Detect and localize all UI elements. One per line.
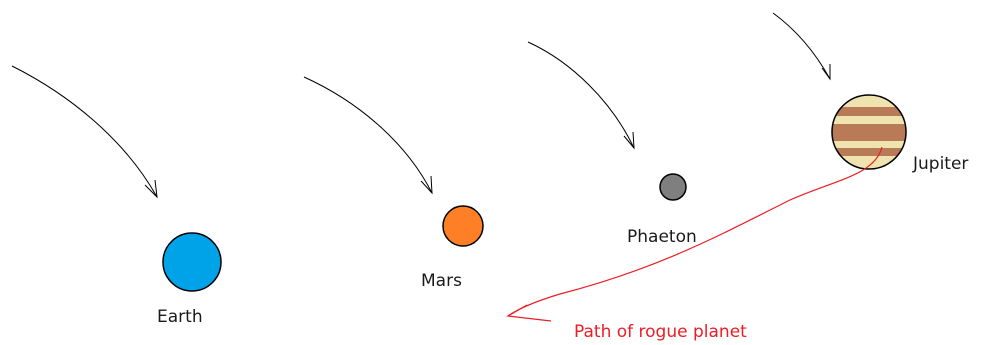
- rogue-path-label: Path of rogue planet: [574, 322, 747, 342]
- mars-label: Mars: [421, 271, 462, 291]
- phaeton-icon: [660, 174, 686, 200]
- jupiter-icon: [828, 95, 910, 169]
- orbit-arrow-earth: [12, 66, 157, 197]
- phaeton-label: Phaeton: [627, 227, 697, 247]
- orbit-arrow-jupiter: [773, 13, 830, 79]
- orbit-arrow-phaeton: [528, 42, 634, 148]
- earth-icon: [163, 233, 221, 291]
- mars-icon: [443, 206, 483, 246]
- earth-label: Earth: [157, 307, 203, 327]
- orbit-arrow-mars: [304, 77, 432, 193]
- jupiter-label: Jupiter: [912, 154, 968, 174]
